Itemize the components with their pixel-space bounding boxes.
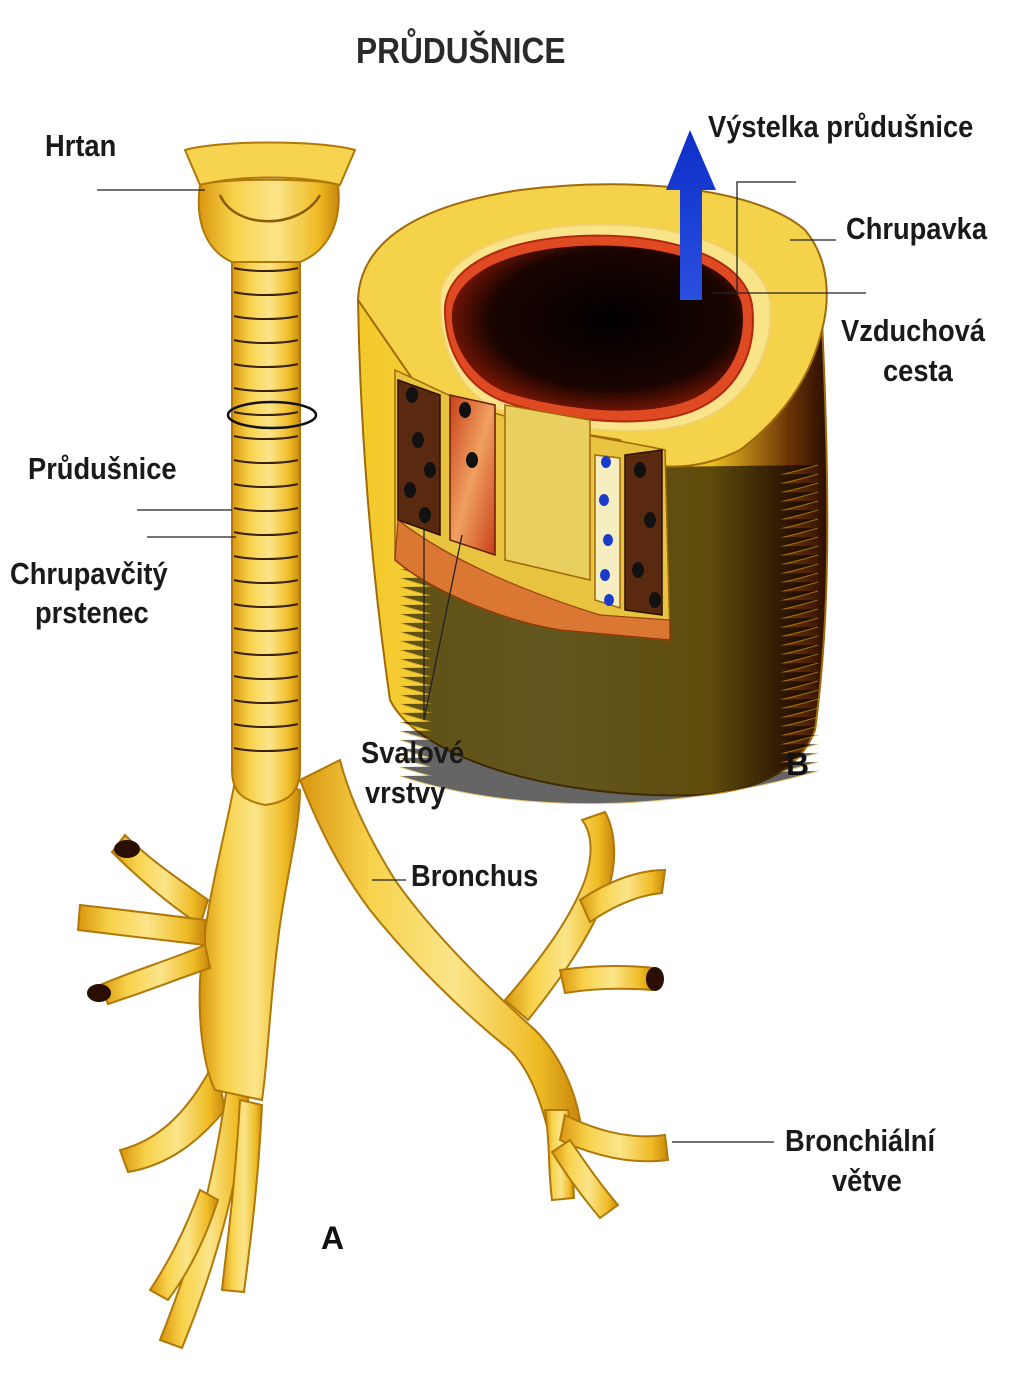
label-chrupavcity-line2: prstenec	[35, 595, 149, 630]
cell-nucleus	[459, 402, 471, 418]
leader-vystelka	[736, 181, 796, 296]
epithelial-nucleus	[599, 494, 609, 506]
label-bronchialni-line2: větve	[832, 1163, 902, 1198]
cell-nucleus	[649, 592, 661, 608]
page-title: PRŮDUŠNICE	[356, 30, 566, 71]
leader-lines	[97, 181, 866, 1143]
label-svalove-line2: vrstvy	[365, 775, 446, 810]
label-hrtan: Hrtan	[45, 128, 117, 163]
epithelial-nucleus	[603, 534, 613, 546]
cartilage-ring	[233, 531, 299, 536]
cartilage-ring	[233, 747, 299, 752]
label-chrupavka: Chrupavka	[846, 211, 988, 246]
cartilage-ring	[233, 411, 299, 416]
cartilage-ring	[233, 627, 299, 632]
cell-nucleus	[466, 452, 478, 468]
epithelial-nucleus	[604, 594, 614, 606]
cell-nucleus	[412, 432, 424, 448]
cell-nucleus	[419, 507, 431, 523]
label-vzduchova-line2: cesta	[883, 353, 953, 388]
cell-nucleus	[424, 462, 436, 478]
cartilage-ring	[233, 603, 299, 608]
bronchial-tree	[76, 758, 670, 1350]
tissue-line	[399, 770, 819, 805]
cell-nucleus	[634, 462, 646, 478]
label-vzduchova-line1: Vzduchová	[841, 313, 986, 348]
cartilage-ring	[233, 555, 299, 560]
cartilage-ring	[233, 291, 299, 296]
cartilage-ring	[233, 507, 299, 512]
cartilage-ring	[233, 339, 299, 344]
label-svalove-line1: Svalové	[361, 735, 465, 770]
cartilage-ring	[233, 435, 299, 440]
cartilage-ring	[233, 675, 299, 680]
cartilage-ring	[233, 387, 299, 392]
airflow-arrow-icon	[666, 130, 716, 300]
label-bronchialni-line1: Bronchiální	[785, 1123, 936, 1158]
cartilage-ring	[233, 483, 299, 488]
panel-label-a: A	[321, 1220, 345, 1256]
label-prudusnice: Průdušnice	[28, 451, 177, 486]
cross-section	[356, 130, 829, 805]
cell-nucleus	[404, 482, 416, 498]
cell-nucleus	[632, 562, 644, 578]
cell-nucleus	[644, 512, 656, 528]
cartilage-ring	[233, 723, 299, 728]
cell-nucleus	[406, 387, 418, 403]
label-vystelka: Výstelka průdušnice	[708, 109, 974, 144]
cartilage-ring	[233, 459, 299, 464]
trachea-shaft	[226, 239, 318, 807]
label-bronchus: Bronchus	[411, 858, 539, 893]
cartilage-ring	[233, 363, 299, 368]
epithelial-nucleus	[600, 569, 610, 581]
epithelial-nucleus	[601, 456, 611, 468]
cartilage-ring	[233, 315, 299, 320]
label-chrupavcity-line1: Chrupavčitý	[10, 556, 168, 591]
cartilage-ring	[233, 699, 299, 704]
panel-label-b: B	[786, 746, 810, 782]
cartilage-ring	[233, 579, 299, 584]
cartilage-ring	[233, 651, 299, 656]
cartilage-ring	[233, 267, 299, 272]
leader-svalove-2	[423, 534, 463, 721]
larynx	[183, 141, 357, 263]
